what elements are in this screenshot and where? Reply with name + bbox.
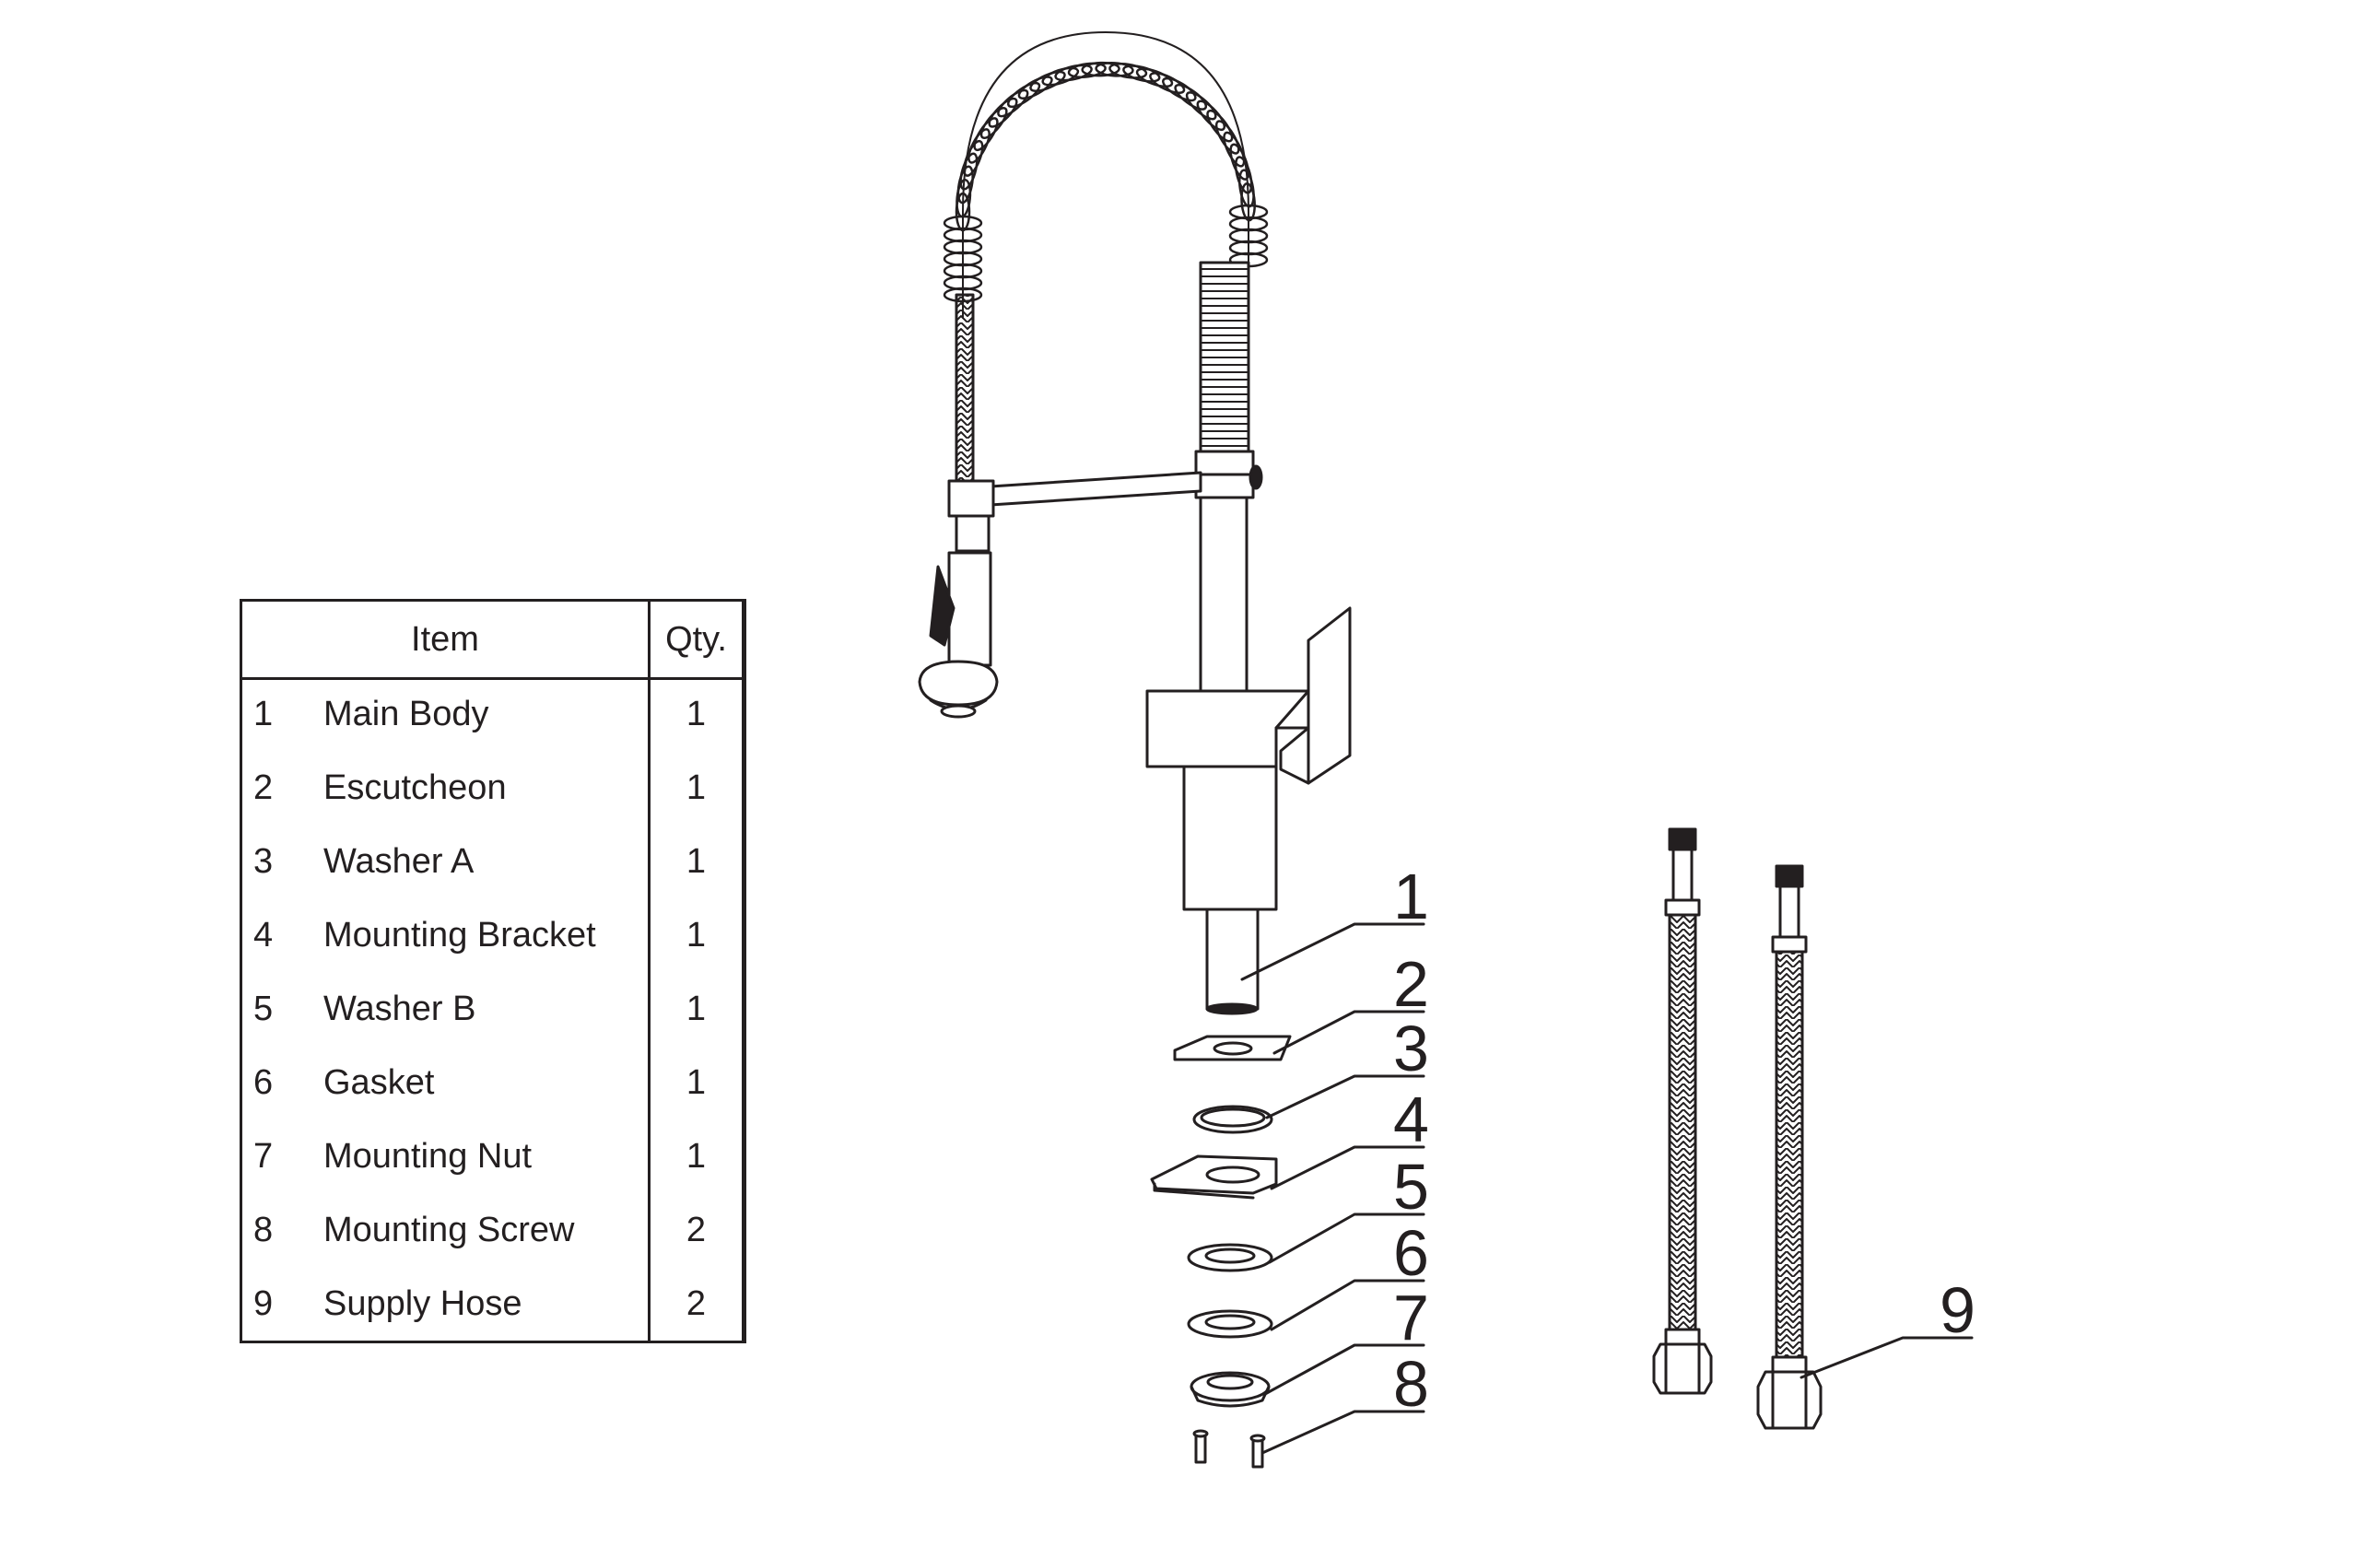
mounting-screws <box>1192 1429 1266 1469</box>
item-qty: 2 <box>686 1284 707 1323</box>
item-name: Washer A <box>323 842 475 881</box>
item-name: Mounting Bracket <box>323 916 596 955</box>
table-row: 4 Mounting Bracket 1 <box>242 898 742 972</box>
washer-a <box>1192 1105 1273 1134</box>
item-qty: 1 <box>686 1063 707 1102</box>
item-name: Supply Hose <box>323 1284 522 1323</box>
main-body <box>918 31 1352 1015</box>
callout-5: 5 <box>1393 1151 1429 1223</box>
table-row: 8 Mounting Screw 2 <box>242 1193 742 1267</box>
escutcheon <box>1173 1035 1292 1061</box>
item-qty: 1 <box>686 695 707 733</box>
table-header: Item Qty. <box>242 602 742 680</box>
callout-6: 6 <box>1393 1217 1429 1289</box>
table-row: 7 Mounting Nut 1 <box>242 1119 742 1193</box>
item-name: Gasket <box>323 1063 435 1102</box>
supply-hose-left <box>1652 827 1713 1395</box>
callout-4: 4 <box>1393 1084 1429 1155</box>
callout-7: 7 <box>1393 1282 1429 1353</box>
column-divider <box>648 602 651 1341</box>
table-row: 9 Supply Hose 2 <box>242 1267 742 1341</box>
callout-8: 8 <box>1393 1348 1429 1420</box>
supply-hose-right <box>1756 864 1823 1430</box>
spring-coils <box>943 61 1269 303</box>
table-row: 3 Washer A 1 <box>242 825 742 898</box>
callout-labels: 1 2 3 4 5 6 7 8 9 <box>1393 861 1976 1420</box>
item-number: 5 <box>253 990 274 1028</box>
parts-table: Item Qty. 1 Main Body 1 2 Escutcheon 1 3… <box>240 599 746 1343</box>
item-number: 2 <box>253 768 274 807</box>
table-row: 1 Main Body 1 <box>242 677 742 751</box>
mounting-nut <box>1190 1371 1271 1408</box>
callout-9: 9 <box>1940 1274 1976 1346</box>
item-number: 8 <box>253 1211 274 1249</box>
table-row: 2 Escutcheon 1 <box>242 751 742 825</box>
item-number: 9 <box>253 1284 274 1323</box>
item-qty: 2 <box>686 1211 707 1249</box>
item-number: 7 <box>253 1137 274 1176</box>
item-qty: 1 <box>686 916 707 955</box>
gasket <box>1187 1309 1273 1339</box>
item-qty: 1 <box>686 990 707 1028</box>
washer-b <box>1187 1243 1273 1272</box>
item-name: Escutcheon <box>323 768 507 807</box>
item-name: Washer B <box>323 990 476 1028</box>
leader-lines <box>1240 922 1974 1455</box>
item-name: Mounting Screw <box>323 1211 575 1249</box>
table-row: 5 Washer B 1 <box>242 972 742 1046</box>
item-qty: 1 <box>686 1137 707 1176</box>
header-item: Item <box>411 620 479 659</box>
table-row: 6 Gasket 1 <box>242 1046 742 1119</box>
item-number: 1 <box>253 695 274 733</box>
item-number: 4 <box>253 916 274 955</box>
mounting-bracket <box>1150 1154 1278 1200</box>
header-qty: Qty. <box>665 620 727 659</box>
callout-2: 2 <box>1393 948 1429 1020</box>
callout-3: 3 <box>1393 1013 1429 1084</box>
callout-1: 1 <box>1393 861 1429 932</box>
item-name: Main Body <box>323 695 489 733</box>
item-qty: 1 <box>686 842 707 881</box>
item-name: Mounting Nut <box>323 1137 533 1176</box>
item-qty: 1 <box>686 768 707 807</box>
item-number: 3 <box>253 842 274 881</box>
item-number: 6 <box>253 1063 274 1102</box>
